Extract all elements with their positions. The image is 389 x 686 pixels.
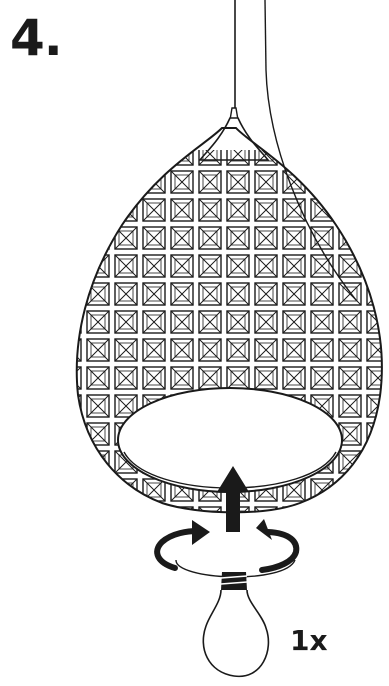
light-bulb-icon: [203, 572, 268, 676]
bulb-quantity-label: 1x: [290, 624, 328, 658]
pendant-lamp-shade-icon: [60, 108, 389, 530]
